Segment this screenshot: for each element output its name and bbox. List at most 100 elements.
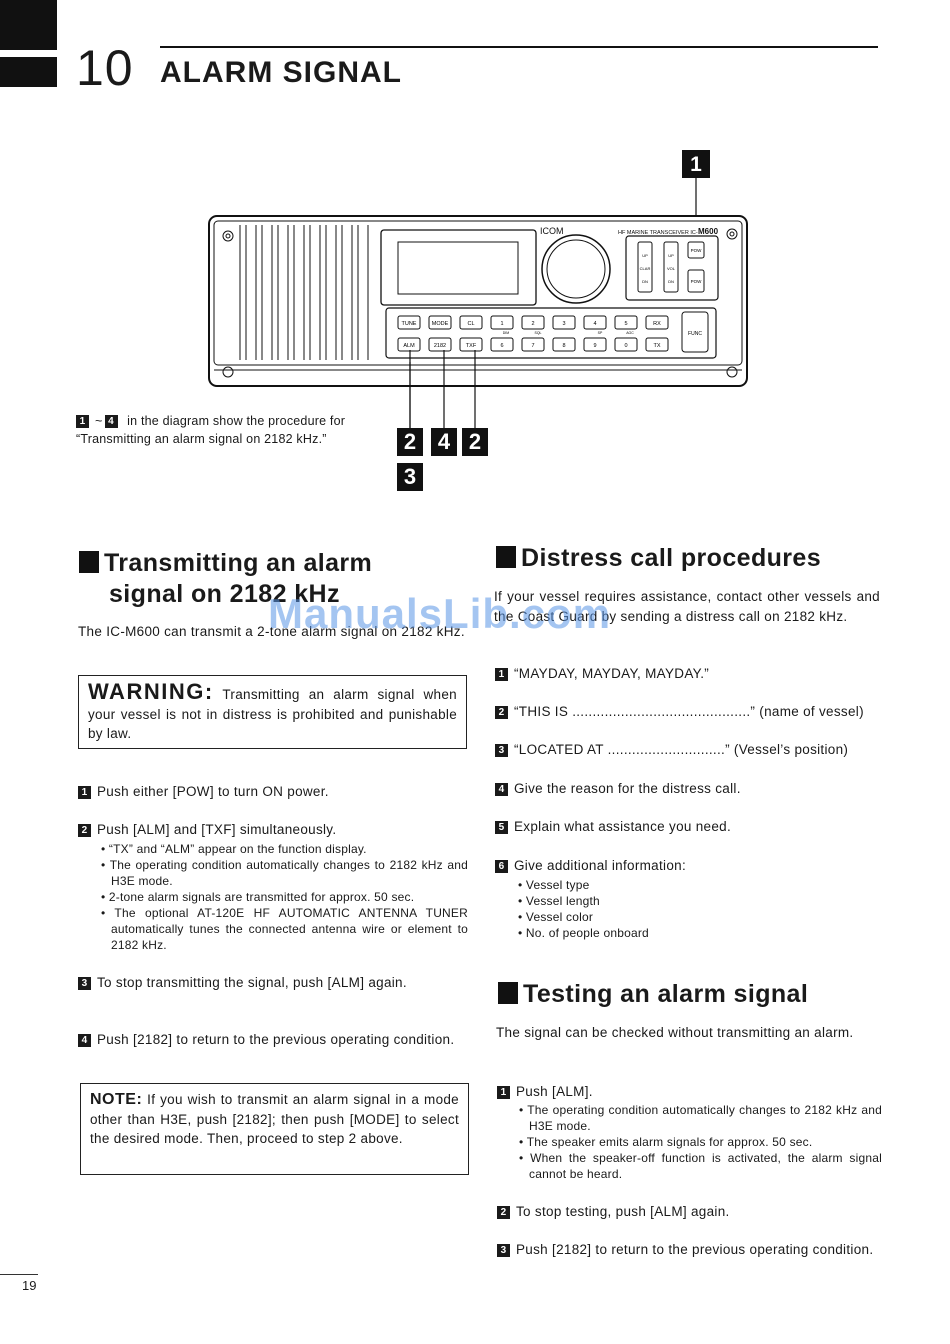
- model-label: M600: [698, 227, 719, 236]
- page-rule: [0, 1274, 38, 1275]
- svg-text:DN: DN: [668, 279, 674, 284]
- warning-label: WARNING:: [88, 679, 214, 704]
- key-7: [521, 337, 545, 352]
- key-0: [614, 337, 638, 352]
- key-label-1: 1: [500, 321, 503, 327]
- transceiver-diagram: 1 ICOM HF MARINE TRANSCEIVER IC: [200, 150, 760, 490]
- section-title-testing: Testing an alarm signal: [498, 979, 808, 1010]
- svg-text:AGC: AGC: [626, 331, 634, 335]
- key-label-tx: TX: [653, 343, 660, 349]
- testing-bullets: • The operating condition automatically …: [519, 1103, 882, 1181]
- section-title-distress: Distress call procedures: [496, 543, 821, 574]
- svg-text:VOL: VOL: [667, 266, 676, 271]
- key-5: [614, 315, 638, 330]
- transmitting-intro: The IC-M600 can transmit a 2-tone alarm …: [78, 624, 465, 639]
- step2-bullets: • “TX” and “ALM” appear on the function …: [101, 842, 468, 952]
- callout-marker-top: [682, 150, 710, 178]
- watermark: ManualsLib.com: [268, 590, 612, 637]
- key-label-6: 6: [500, 343, 503, 349]
- pow-key-label-2: POW: [691, 279, 703, 284]
- key-label-9: 9: [593, 343, 596, 349]
- svg-text:UP: UP: [668, 253, 674, 258]
- svg-text:DIM: DIM: [503, 331, 510, 335]
- key-tune: [397, 315, 421, 330]
- callout-2-right: 2: [462, 428, 488, 456]
- section-title-transmitting: Transmitting an alarm signal on 2182 kHz: [79, 548, 372, 610]
- chapter-number: 10: [76, 40, 134, 96]
- func-key-label: FUNC: [688, 331, 702, 337]
- callout-2-left: 2: [397, 428, 423, 456]
- chapter-tab-block-lower: [0, 57, 57, 87]
- note-label: NOTE:: [90, 1091, 143, 1108]
- callout-4: 4: [431, 428, 457, 456]
- distress-step-2: 2“THIS IS ..............................…: [495, 702, 864, 722]
- key-label-8: 8: [562, 343, 565, 349]
- distress-step-1: 1“MAYDAY, MAYDAY, MAYDAY.”: [495, 664, 709, 684]
- pow-key-label: POW: [691, 248, 703, 253]
- key-label-4: 4: [593, 321, 596, 327]
- svg-text:SQL: SQL: [534, 331, 541, 335]
- chapter-rule: [160, 46, 878, 48]
- note-text: If you wish to transmit an alarm signal …: [90, 1092, 459, 1146]
- warning-text: Transmitting an alarm signal when your v…: [88, 687, 457, 741]
- key-label-5: 5: [624, 321, 627, 327]
- transceiver-front-panel: 1 ICOM HF MARINE TRANSCEIVER IC: [208, 150, 748, 428]
- key-2: [521, 315, 545, 330]
- key-label-7: 7: [531, 343, 534, 349]
- page-number: 19: [22, 1278, 37, 1293]
- section-marker: [498, 982, 518, 1004]
- diagram-caption: 1~4 in the diagram show the procedure fo…: [76, 414, 346, 446]
- key-rx: [645, 315, 669, 330]
- key-6: [490, 337, 514, 352]
- key-label-cl: CL: [467, 321, 474, 327]
- key-label-alm: ALM: [403, 343, 415, 349]
- callout-top-label: 1: [690, 153, 702, 176]
- key-label-txf: TXF: [466, 343, 477, 349]
- key-txf: [459, 337, 483, 352]
- note-box: NOTE: If you wish to transmit an alarm s…: [80, 1083, 469, 1175]
- key-cl: [459, 315, 483, 330]
- chapter-title: ALARM SIGNAL: [160, 56, 402, 89]
- brand-label: ICOM: [540, 226, 564, 236]
- key-4: [583, 315, 607, 330]
- key-3: [552, 315, 576, 330]
- key-label-mode: MODE: [432, 321, 449, 327]
- testing-intro: The signal can be checked without transm…: [496, 1025, 854, 1040]
- svg-text:UP: UP: [642, 253, 648, 258]
- warning-box: WARNING: Transmitting an alarm signal wh…: [78, 675, 467, 749]
- key-label-rx: RX: [653, 321, 661, 327]
- caption-step-start: 1: [76, 415, 89, 428]
- key-alm: [397, 337, 421, 352]
- svg-text:CLAR: CLAR: [640, 266, 651, 271]
- caption-step-end: 4: [104, 415, 118, 428]
- info-bullets: • Vessel type • Vessel length • Vessel c…: [518, 878, 649, 940]
- key-mode: [428, 315, 452, 330]
- svg-text:SP: SP: [598, 331, 603, 335]
- section-marker: [496, 546, 516, 568]
- model-prefix: HF MARINE TRANSCEIVER IC-: [618, 230, 698, 236]
- key-9: [583, 337, 607, 352]
- key-tx: [645, 337, 669, 352]
- callout-3: 3: [397, 463, 423, 491]
- svg-text:DN: DN: [642, 279, 648, 284]
- chapter-tab-block: [0, 0, 57, 50]
- distress-step-3: 3“LOCATED AT ...........................…: [495, 740, 848, 760]
- key-label-3: 3: [562, 321, 565, 327]
- key-label-0: 0: [624, 343, 627, 349]
- key-label-tune: TUNE: [402, 321, 417, 327]
- key-label-2: 2: [531, 321, 534, 327]
- caption-text: in the diagram show the procedure for “T…: [76, 414, 346, 446]
- section-marker: [79, 551, 99, 573]
- key-1: [490, 315, 514, 330]
